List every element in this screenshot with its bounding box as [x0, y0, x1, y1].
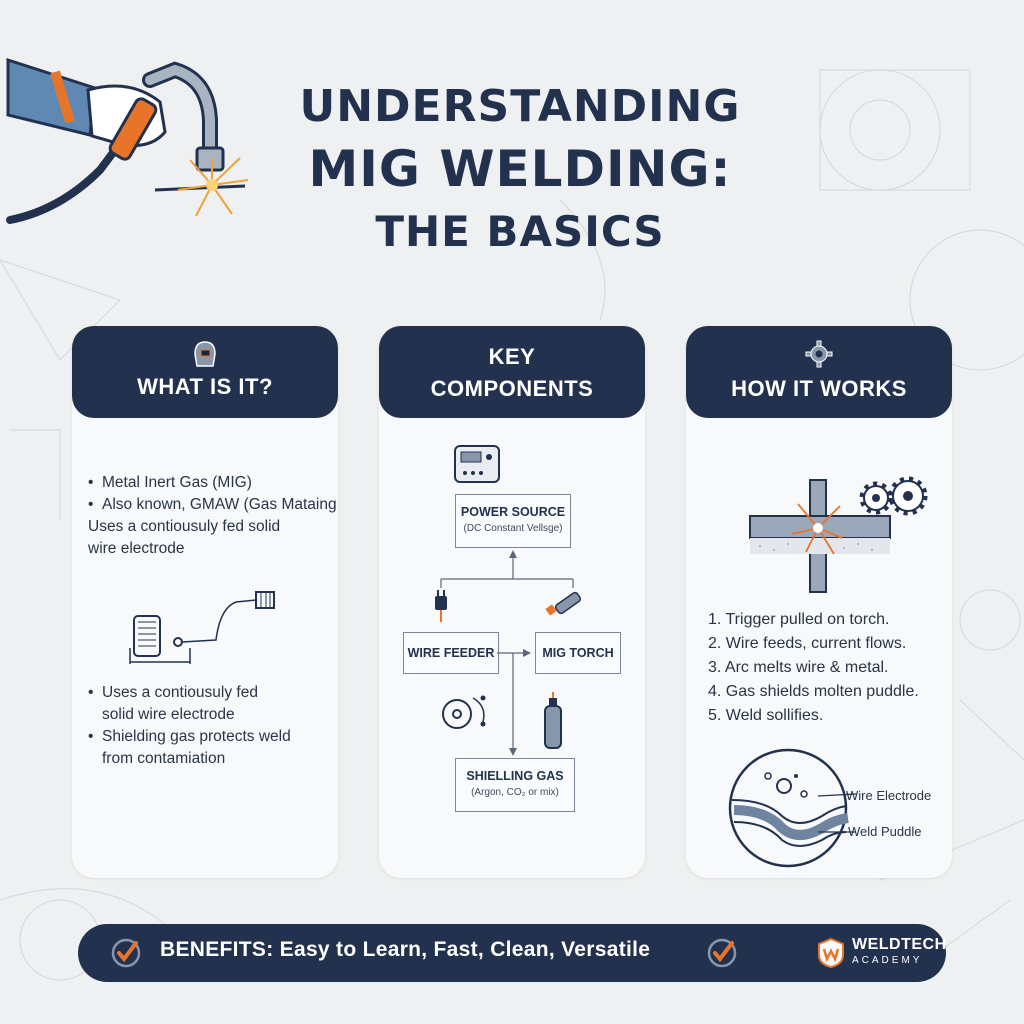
- weld-puddle-label: Weld Puddle: [848, 824, 922, 839]
- plug-icon: [435, 590, 447, 622]
- shielding-gas-label: SHIELLING GAS: [466, 769, 564, 783]
- wire-spool-illustration: [129, 591, 275, 664]
- benefits-text: BENEFITS: Easy to Learn, Fast, Clean, Ve…: [160, 938, 651, 961]
- what-continuation-1: Uses a contiousuly fed solid: [88, 518, 281, 535]
- mig-torch-label: MIG TORCH: [542, 646, 614, 660]
- what-bullets-top: Metal Inert Gas (MIG) Also known, GMAW (…: [88, 472, 337, 560]
- what-bullet-1: Metal Inert Gas (MIG): [88, 472, 337, 494]
- how-steps: 1. Trigger pulled on torch. 2. Wire feed…: [708, 608, 919, 728]
- step-5: 5. Weld sollifies.: [708, 707, 824, 724]
- what-bullet-2: Also known, GMAW (Gas Mataing: [88, 494, 337, 516]
- card-key-components-header: KEY COMPONENTS: [379, 326, 645, 418]
- welding-helmet-icon: [194, 341, 216, 367]
- title-line-3: THE BASICS: [375, 207, 665, 256]
- gear-icon: [805, 340, 833, 368]
- page-title: UNDERSTANDING MIG WELDING: THE BASICS: [220, 78, 820, 262]
- power-source-box: POWER SOURCE (DC Constant Vellsge): [455, 494, 571, 548]
- step-2: 2. Wire feeds, current flows.: [708, 635, 907, 652]
- wire-feeder-box: WIRE FEEDER: [403, 632, 499, 674]
- wire-feeder-label: WIRE FEEDER: [407, 646, 495, 660]
- what-continuation-2: wire electrode: [88, 540, 185, 557]
- shielding-gas-box: SHIELLING GAS (Argon, CO₂ or mix): [455, 758, 575, 812]
- what-bullet-4-line-2: from contamiation: [102, 750, 226, 767]
- what-bullet-3-line-2: solid wire electrode: [102, 706, 235, 723]
- check-circle-icon-2: [707, 938, 737, 968]
- gas-cylinder-icon: [544, 692, 562, 749]
- step-1: 1. Trigger pulled on torch.: [708, 611, 890, 628]
- power-source-label: POWER SOURCE: [460, 505, 566, 519]
- brand-shield-icon: [818, 937, 844, 969]
- wire-electrode-label: Wire Electrode: [846, 788, 932, 803]
- brand-name: WELDTECH: [852, 936, 947, 953]
- card-what-is-it-header: WHAT IS IT?: [72, 326, 338, 418]
- weld-puddle-cross-section: [728, 748, 856, 868]
- step-3: 3. Arc melts wire & metal.: [708, 659, 889, 676]
- card-key-components: KEY COMPONENTS: [379, 326, 645, 878]
- components-diagram-lines: [435, 445, 582, 756]
- title-line-2: MIG WELDING:: [308, 140, 732, 198]
- what-bullet-4-line-1: Shielding gas protects weld: [88, 726, 291, 748]
- step-4: 4. Gas shields molten puddle.: [708, 683, 919, 700]
- card-how-it-works-title: HOW IT WORKS: [731, 376, 907, 401]
- wire-spool-icon: [442, 695, 486, 729]
- check-circle-icon: [111, 938, 141, 968]
- card-how-it-works-header: HOW IT WORKS: [686, 326, 952, 418]
- brand-sub: ACADEMY: [852, 955, 923, 966]
- shielding-gas-sub: (Argon, CO₂ or mix): [471, 787, 559, 798]
- torch-icon: [545, 591, 582, 616]
- joint-weld-illustration: [749, 476, 928, 593]
- benefits-banner: BENEFITS: Easy to Learn, Fast, Clean, Ve…: [78, 924, 946, 982]
- power-source-sub: (DC Constant Vellsge): [463, 523, 563, 534]
- card-key-components-title-2: COMPONENTS: [430, 376, 594, 401]
- welding-torch-illustration: [6, 57, 249, 224]
- what-bullets-bottom: Uses a contiousuly fed solid wire electr…: [88, 682, 291, 770]
- title-line-1: UNDERSTANDING: [299, 81, 741, 132]
- card-what-is-it: WHAT IS IT? Metal Inert Gas (MIG) Also k…: [72, 326, 338, 878]
- card-what-is-it-title: WHAT IS IT?: [137, 374, 273, 399]
- card-how-it-works: HOW IT WORKS 1. Trigger pulled on torch.…: [686, 326, 952, 878]
- what-bullet-3-line-1: Uses a contiousuly fed: [88, 682, 291, 704]
- power-source-icon: [454, 445, 500, 483]
- card-key-components-title-1: KEY: [488, 344, 536, 369]
- mig-torch-box: MIG TORCH: [535, 632, 621, 674]
